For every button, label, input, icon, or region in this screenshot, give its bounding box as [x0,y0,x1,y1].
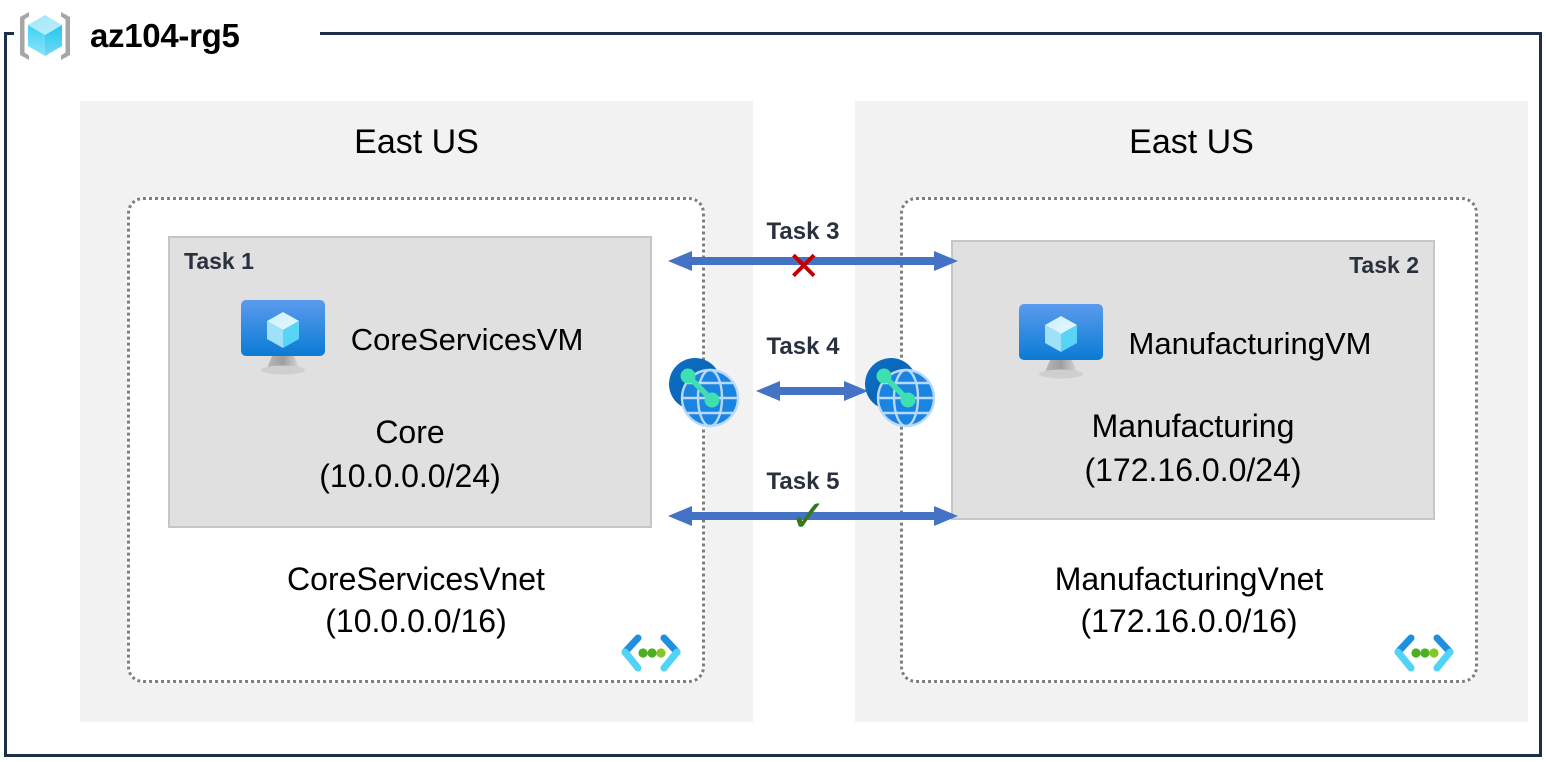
vm-name-coreservicesvm: CoreServicesVM [350,322,584,357]
vm-row-right: ManufacturingVM [953,300,1433,388]
region-label-left: East US [354,123,479,161]
vnet-name-left: CoreServicesVnet [287,561,545,597]
allowed-check-icon-task5: ✓ [790,492,827,541]
vnet-name-right: ManufacturingVnet [1054,561,1324,597]
subnet-range-core: (10.0.0.0/24) [319,458,501,494]
vnet-peering-icon-right [858,352,942,432]
resource-group-title: az104-rg5 [90,17,240,54]
vm-row-left: CoreServicesVM [170,296,650,384]
subnet-range-manufacturing: (172.16.0.0/24) [1084,452,1302,488]
subnet-label-manufacturing: Manufacturing (172.16.0.0/24) [953,404,1433,492]
connector-label-task3: Task 3 [766,218,840,245]
virtual-network-icon [1389,630,1459,678]
subnet-name-core: Core [375,414,445,450]
task-tag-task2: Task 2 [1349,252,1419,278]
subnet-box-core: Task 1 [168,236,652,528]
task-tag-task1: Task 1 [184,248,254,274]
connector-arrow-task3 [668,251,958,271]
blocked-x-icon-task3: ✕ [787,245,821,289]
connector-label-task4: Task 4 [766,333,840,360]
connector-label-task5: Task 5 [766,468,840,495]
connector-arrow-task5 [668,506,958,526]
virtual-network-icon [616,630,686,678]
resource-group-frame [4,32,1542,757]
connector-arrow-task4 [756,381,868,401]
vnet-peering-icon-left [662,352,746,432]
subnet-name-manufacturing: Manufacturing [1091,408,1295,444]
subnet-label-core: Core (10.0.0.0/24) [170,410,650,498]
vnet-range-left: (10.0.0.0/16) [325,603,507,639]
virtual-machine-icon [1015,300,1107,388]
vm-name-manufacturingvm: ManufacturingVM [1128,326,1372,361]
vnet-label-right: ManufacturingVnet (172.16.0.0/16) [903,558,1475,642]
subnet-box-manufacturing: Task 2 [951,240,1435,520]
vnet-range-right: (172.16.0.0/16) [1080,603,1298,639]
resource-group-cube-icon [14,8,76,64]
vnet-label-left: CoreServicesVnet (10.0.0.0/16) [130,558,702,642]
virtual-machine-icon [237,296,329,384]
resource-group-frame-title-gap [14,22,320,44]
resource-group-header: az104-rg5 [14,8,240,64]
region-label-right: East US [1129,123,1254,161]
